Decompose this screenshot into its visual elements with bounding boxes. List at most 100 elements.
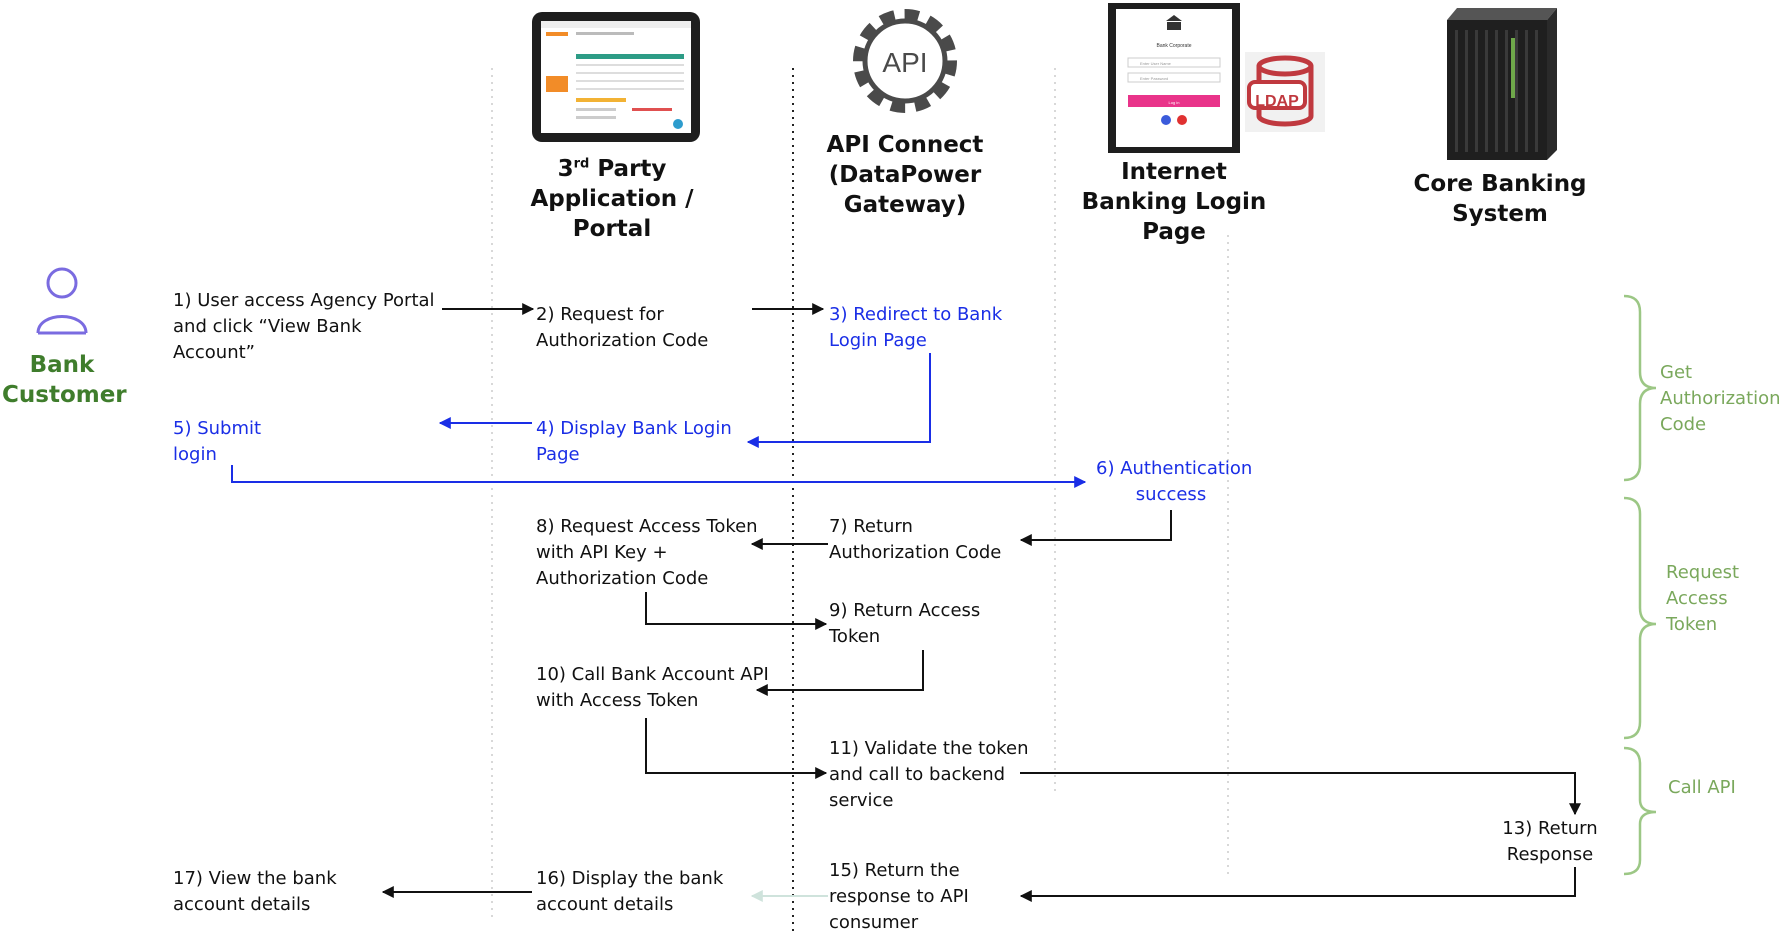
step-7-label: 7) Return Authorization Code [829, 514, 1001, 566]
login-password-placeholder: Enter Password [1140, 76, 1168, 81]
step-8-label: 8) Request Access Token with API Key + A… [536, 514, 758, 592]
actor-third-party-line2: Application / [530, 186, 694, 212]
step-6-line2: success [1135, 484, 1207, 505]
step-16-line1: 16) Display the bank [536, 868, 724, 889]
step-5-line1: 5) Submit [173, 418, 262, 439]
step-3-line1: 3) Redirect to Bank [829, 304, 1003, 325]
brace-call-api [1623, 746, 1657, 876]
actor-third-party-ordinal: 3 [557, 156, 574, 182]
step-4-line2: Page [536, 444, 580, 465]
step-5-label: 5) Submit login [173, 416, 261, 468]
step-11-line3: service [829, 790, 894, 811]
step-1-label: 1) User access Agency Portal and click “… [173, 288, 435, 366]
step-15-line1: 15) Return the [829, 860, 960, 881]
actor-api-connect-line2: (DataPower [828, 162, 982, 188]
step-16-label: 16) Display the bank account details [536, 866, 723, 918]
brace-get-auth [1623, 294, 1657, 482]
actor-core-banking: Core Banking System [1400, 169, 1600, 229]
arrow-step9-to-10 [755, 650, 924, 696]
step-2-line1: 2) Request for [536, 304, 664, 325]
step-9-label: 9) Return Access Token [829, 598, 980, 650]
actor-internet-banking: Internet Banking Login Page [1074, 157, 1274, 247]
step-5-line2: login [173, 444, 217, 465]
person-icon [36, 267, 88, 335]
step-6-line1: 6) Authentication [1096, 458, 1253, 479]
actor-third-party-line3: Portal [572, 216, 652, 242]
actor-internet-banking-line2: Banking Login [1081, 189, 1267, 215]
step-16-line2: account details [536, 894, 674, 915]
step-3-label: 3) Redirect to Bank Login Page [829, 302, 1002, 354]
actor-internet-banking-line3: Page [1142, 219, 1206, 245]
ldap-icon [1245, 52, 1325, 132]
actor-core-banking-line1: Core Banking [1413, 171, 1587, 197]
arrow-step11-to-13 [1020, 772, 1581, 816]
step-6-label: 6) Authentication success [1096, 456, 1253, 508]
step-8-line1: 8) Request Access Token [536, 516, 758, 537]
actor-internet-banking-line1: Internet [1121, 159, 1227, 185]
phase-braces [1623, 294, 1657, 876]
step-1-line2: and click “View Bank [173, 316, 362, 337]
brace-request-token [1623, 496, 1657, 740]
arrow-step5-to-6 [231, 465, 1087, 488]
phase-request-token-line3: Token [1666, 614, 1718, 635]
phase-request-token-line1: Request [1666, 562, 1740, 583]
actor-core-banking-line2: System [1452, 201, 1548, 227]
step-4-line1: 4) Display Bank Login [536, 418, 732, 439]
step-17-line2: account details [173, 894, 311, 915]
actor-api-connect-line1: API Connect [826, 132, 984, 158]
arrow-step6-to-7 [1019, 510, 1172, 546]
login-username-placeholder: Enter User Name [1140, 61, 1172, 66]
arrow-step8-to-9 [645, 592, 828, 630]
login-form-title: Bank Corporate [1156, 43, 1191, 49]
actor-bank-customer-line2: Customer [2, 382, 127, 408]
phase-get-auth-line3: Code [1660, 414, 1707, 435]
arrow-step13-to-15 [1019, 867, 1576, 902]
step-13-label: 13) Return Response [1500, 816, 1600, 868]
step-7-line2: Authorization Code [829, 542, 1002, 563]
phase-request-access-token: Request Access Token [1666, 560, 1739, 638]
step-11-line2: and call to backend [829, 764, 1006, 785]
actor-bank-customer-line1: Bank [29, 352, 95, 378]
actor-third-party-superscript: rd [573, 156, 590, 172]
step-2-label: 2) Request for Authorization Code [536, 302, 708, 354]
step-8-line3: Authorization Code [536, 568, 709, 589]
step-8-line2: with API Key + [536, 542, 668, 563]
phase-request-token-line2: Access [1666, 588, 1728, 609]
actor-bank-customer: Bank Customer [2, 350, 127, 410]
tablet-icon [532, 12, 700, 142]
phase-get-auth-line2: Authorization [1660, 388, 1780, 409]
step-7-line1: 7) Return [829, 516, 913, 537]
phase-call-api: Call API [1668, 775, 1736, 801]
arrow-step3-to-4 [746, 353, 931, 448]
step-9-line1: 9) Return Access [829, 600, 981, 621]
step-9-line2: Token [829, 626, 881, 647]
api-gear-icon [853, 9, 957, 113]
step-13-line1: 13) Return [1502, 818, 1598, 839]
api-gear-label: API [882, 47, 927, 78]
step-11-label: 11) Validate the token and call to backe… [829, 736, 1029, 814]
phase-call-api-line1: Call API [1668, 777, 1736, 798]
actor-third-party-word: Party [589, 156, 667, 182]
step-15-line2: response to API [829, 886, 969, 907]
server-icon [1447, 8, 1557, 160]
step-10-line2: with Access Token [536, 690, 699, 711]
step-2-line2: Authorization Code [536, 330, 709, 351]
step-17-line1: 17) View the bank [173, 868, 337, 889]
step-15-label: 15) Return the response to API consumer [829, 858, 969, 936]
step-1-line1: 1) User access Agency Portal [173, 290, 435, 311]
step-17-label: 17) View the bank account details [173, 866, 337, 918]
step-11-line1: 11) Validate the token [829, 738, 1029, 759]
arrow-step10-to-11 [645, 718, 828, 779]
step-4-label: 4) Display Bank Login Page [536, 416, 732, 468]
actor-api-connect-line3: Gateway) [843, 192, 967, 218]
actor-third-party-line1: 3rd Party [512, 154, 712, 184]
step-13-line2: Response [1506, 844, 1594, 865]
actor-third-party: 3rd Party Application / Portal [512, 154, 712, 244]
login-page-icon [1108, 3, 1240, 153]
step-3-line2: Login Page [829, 330, 927, 351]
flow-arrows [231, 303, 1581, 902]
lifelines [491, 68, 1229, 935]
step-10-line1: 10) Call Bank Account API [536, 664, 769, 685]
